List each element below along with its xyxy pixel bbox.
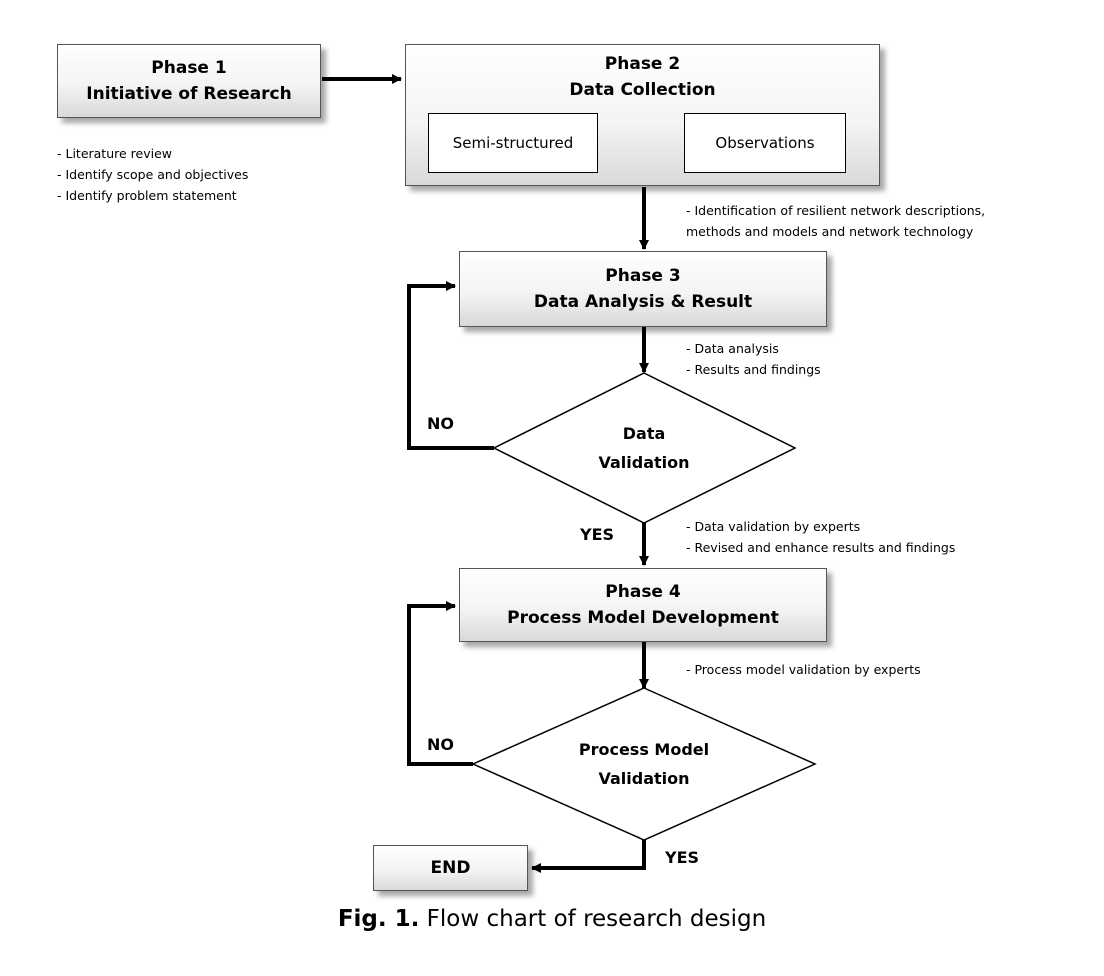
note-item: - Revised and enhance results and findin…: [686, 540, 956, 555]
note-item: - Identify problem statement: [57, 188, 237, 203]
note-item: methods and models and network technolog…: [686, 224, 974, 239]
decision1-line2: Validation: [598, 453, 690, 472]
phase1-name: Initiative of Research: [86, 84, 292, 104]
phase2-title: Phase 2: [604, 54, 681, 74]
decision-data-validation-diamond: [492, 372, 797, 524]
note-item: - Data validation by experts: [686, 519, 861, 534]
phase3-title: Phase 3: [605, 266, 681, 286]
method-observations: Observations: [684, 113, 846, 173]
arrow-decision1-no-loop: [407, 281, 494, 450]
phase3-name: Data Analysis & Result: [533, 292, 753, 312]
phase1-notes: - Literature review - Identify scope and…: [57, 143, 248, 206]
phase2-notes: - Identification of resilient network de…: [686, 200, 985, 242]
decision1-yes-label: YES: [580, 525, 615, 544]
decision1-line1: Data: [622, 424, 666, 443]
decision1-no-label: NO: [427, 414, 454, 433]
phase3-notes: - Data analysis - Results and findings: [686, 338, 821, 380]
phase1-title: Phase 1: [151, 58, 227, 78]
decision2-no-label: NO: [427, 735, 454, 754]
phase4-box: Phase 4 Process Model Development: [459, 568, 827, 642]
phase3-box: Phase 3 Data Analysis & Result: [459, 251, 827, 327]
decision1-label: Data Validation: [544, 419, 744, 477]
decision2-line1: Process Model: [578, 740, 710, 759]
figure-caption: Fig. 1. Flow chart of research design: [0, 906, 1104, 932]
phase1-box: Phase 1 Initiative of Research: [57, 44, 321, 118]
arrow-decision2-to-end: [531, 840, 646, 873]
arrow-decision2-no-loop: [407, 601, 473, 766]
phase4-notes: - Process model validation by experts: [686, 659, 921, 680]
note-item: - Identification of resilient network de…: [686, 203, 986, 218]
note-item: - Process model validation by experts: [686, 662, 921, 677]
phase2-name: Data Collection: [569, 80, 716, 100]
decision-process-model-diamond: [471, 687, 817, 841]
note-item: - Data analysis: [686, 341, 779, 356]
decision2-label: Process Model Validation: [534, 735, 754, 793]
decision2-yes-label: YES: [665, 848, 700, 867]
caption-text: Flow chart of research design: [419, 906, 767, 932]
caption-prefix: Fig. 1.: [337, 906, 420, 932]
note-item: - Results and findings: [686, 362, 821, 377]
note-item: - Literature review: [57, 146, 173, 161]
decision1-notes: - Data validation by experts - Revised a…: [686, 516, 955, 558]
phase4-title: Phase 4: [605, 582, 681, 602]
decision2-line2: Validation: [598, 769, 690, 788]
end-box: END: [373, 845, 528, 891]
method-semi-structured: Semi-structured: [428, 113, 598, 173]
note-item: - Identify scope and objectives: [57, 167, 249, 182]
phase4-name: Process Model Development: [507, 608, 779, 628]
